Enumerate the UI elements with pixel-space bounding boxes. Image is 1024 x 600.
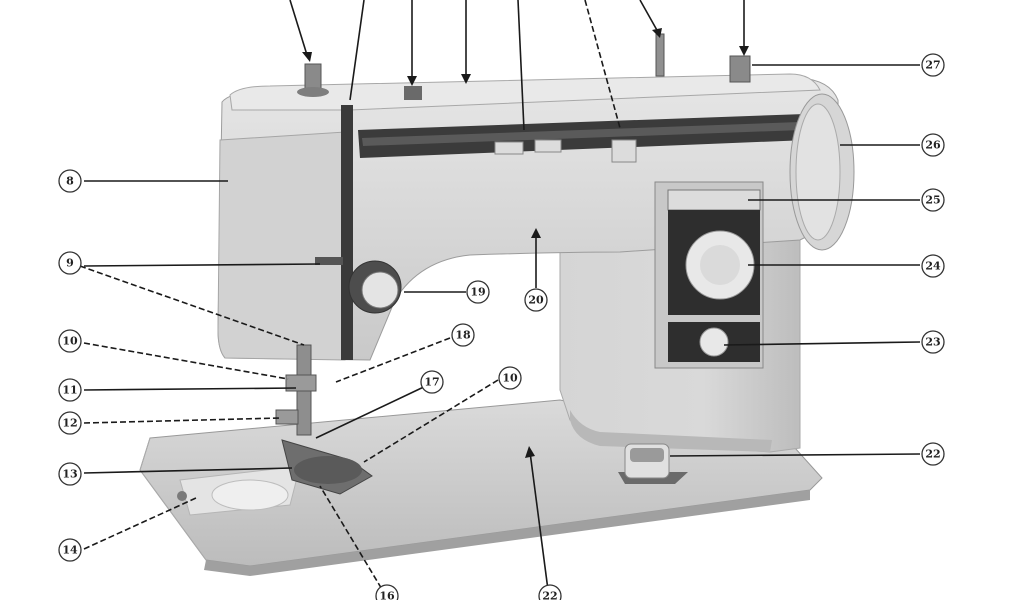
callout-8: 8 bbox=[58, 169, 82, 193]
needle-area bbox=[275, 257, 402, 495]
callout-24-label: 24 bbox=[925, 260, 941, 273]
callout-16-label: 16 bbox=[379, 590, 395, 600]
presser-foot-lever bbox=[315, 257, 343, 265]
callout-labels: 8 9 10 11 12 13 14 16 bbox=[58, 53, 945, 600]
top-features bbox=[297, 33, 751, 100]
callout-18: 18 bbox=[451, 323, 475, 347]
stitch-lever-3 bbox=[611, 139, 637, 163]
callout-11-label: 11 bbox=[62, 384, 77, 397]
base-screw-icon bbox=[177, 491, 187, 501]
stitch-length-dial bbox=[699, 327, 729, 357]
callout-17-label: 17 bbox=[424, 376, 439, 389]
callout-10-right-label: 10 bbox=[502, 372, 518, 385]
callout-27: 27 bbox=[921, 53, 945, 77]
callout-19-label: 19 bbox=[470, 286, 485, 299]
callout-20: 20 bbox=[524, 288, 548, 312]
callout-25: 25 bbox=[921, 188, 945, 212]
callout-26-label: 26 bbox=[925, 139, 941, 152]
callout-24: 24 bbox=[921, 254, 945, 278]
callout-22: 22 bbox=[921, 442, 945, 466]
leader-spool-pin bbox=[289, 0, 308, 56]
callout-26: 26 bbox=[921, 133, 945, 157]
callout-8-label: 8 bbox=[66, 175, 74, 188]
callout-22-bottom-label: 22 bbox=[542, 590, 557, 600]
callout-10-left: 10 bbox=[58, 329, 82, 353]
callout-13-label: 13 bbox=[62, 468, 77, 481]
callout-9-label: 9 bbox=[66, 257, 74, 270]
callout-20-label: 20 bbox=[528, 294, 544, 307]
callout-10-right: 10 bbox=[498, 366, 522, 390]
callout-19: 19 bbox=[466, 280, 490, 304]
callout-25-label: 25 bbox=[925, 194, 940, 207]
needle-plate bbox=[294, 456, 362, 484]
callout-16: 16 bbox=[375, 584, 399, 600]
callout-14: 14 bbox=[58, 538, 82, 562]
callout-18-label: 18 bbox=[455, 329, 471, 342]
leader-thread-guide-1 bbox=[349, 0, 365, 101]
callout-12: 12 bbox=[58, 411, 82, 435]
callout-23: 23 bbox=[921, 330, 945, 354]
callout-12-label: 12 bbox=[62, 417, 77, 430]
stitch-lever-2 bbox=[534, 139, 562, 153]
needle-clamp bbox=[285, 374, 317, 392]
callout-13: 13 bbox=[58, 462, 82, 486]
arrow-icon bbox=[302, 52, 312, 62]
stitch-lever-1 bbox=[494, 141, 524, 155]
callout-10-left-label: 10 bbox=[62, 335, 78, 348]
callout-22-label: 22 bbox=[925, 448, 940, 461]
thread-guide-top bbox=[404, 86, 422, 100]
callout-23-label: 23 bbox=[925, 336, 940, 349]
callout-14-label: 14 bbox=[62, 544, 78, 557]
bobbin-winder bbox=[729, 55, 751, 83]
thread-take-up-slot bbox=[341, 105, 353, 360]
callout-17: 17 bbox=[420, 370, 444, 394]
pattern-panel bbox=[654, 181, 764, 369]
callout-27-label: 27 bbox=[925, 59, 940, 72]
callout-9: 9 bbox=[58, 251, 82, 275]
spool-pin-right bbox=[655, 33, 665, 77]
callout-22-bottom: 22 bbox=[538, 584, 562, 600]
callout-11: 11 bbox=[58, 378, 82, 402]
leader-lines bbox=[79, 0, 921, 597]
reverse-button bbox=[618, 443, 688, 484]
